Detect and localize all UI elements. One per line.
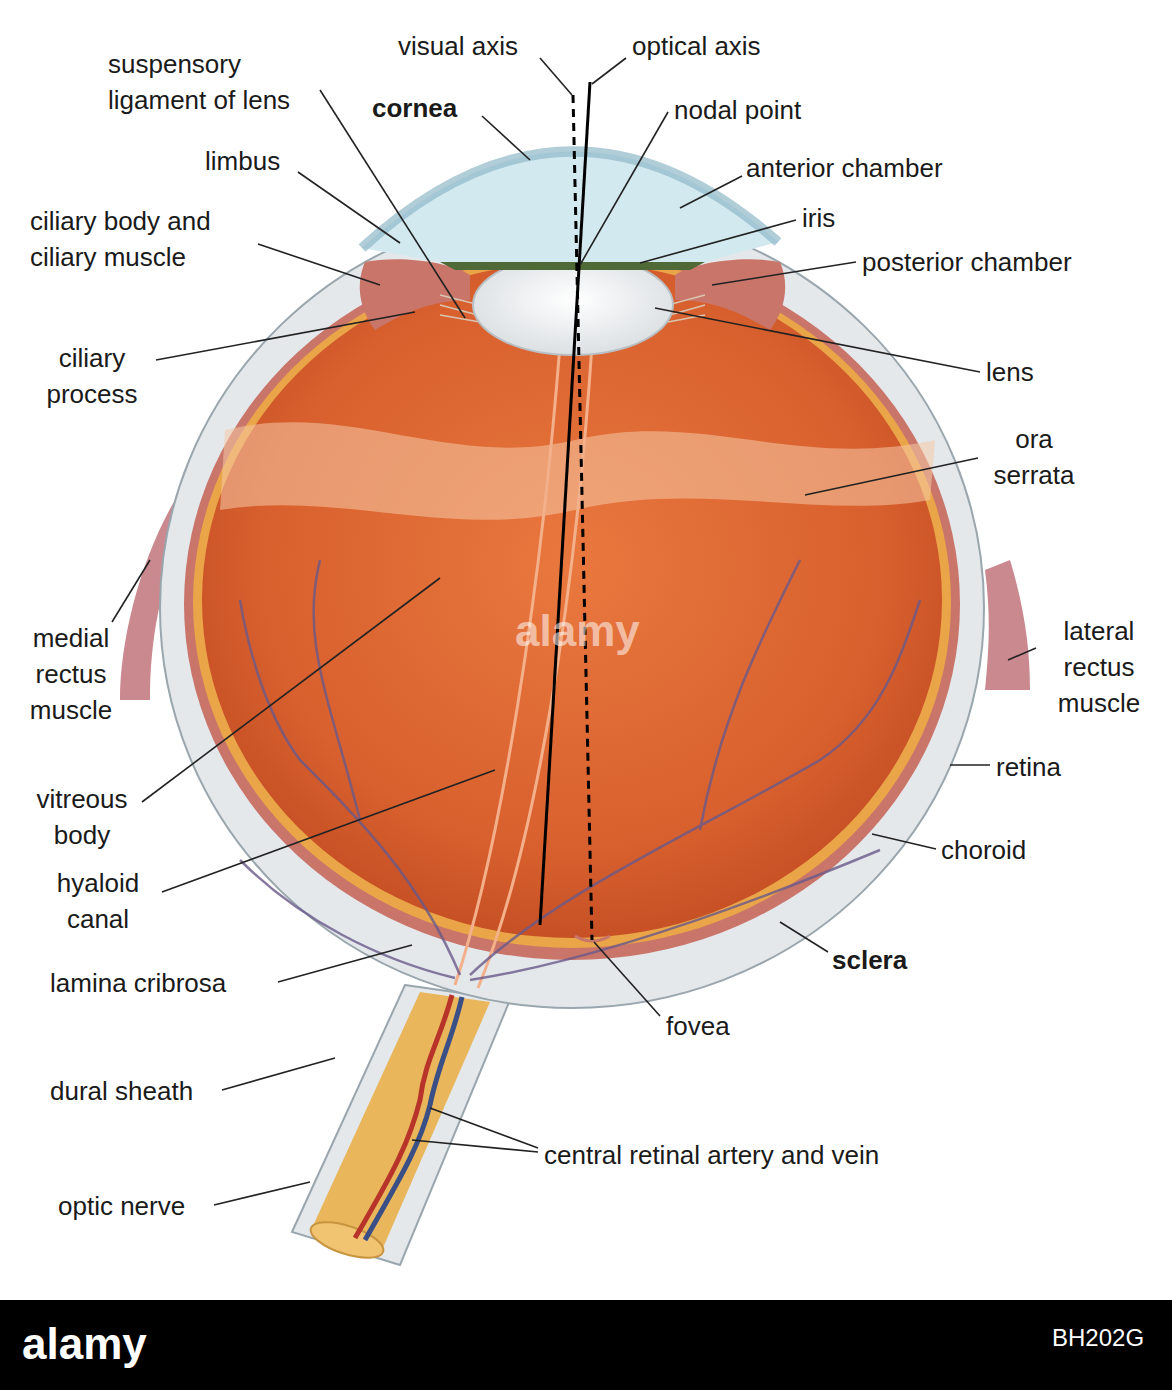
part-label: vitreous body — [18, 781, 146, 853]
part-label: suspensory ligament of lens — [108, 46, 313, 118]
part-label: lens — [986, 354, 1034, 390]
part-label: choroid — [941, 832, 1026, 868]
part-label: medial rectus muscle — [14, 620, 128, 728]
part-label: ciliary process — [30, 340, 154, 412]
part-label: optic nerve — [58, 1188, 185, 1224]
part-label: hyaloid canal — [36, 865, 160, 937]
part-label: visual axis — [398, 28, 518, 64]
part-label: central retinal artery and vein — [544, 1137, 879, 1173]
part-label: retina — [996, 749, 1061, 785]
part-label: iris — [802, 200, 835, 236]
part-label: limbus — [205, 143, 280, 179]
part-label: sclera — [832, 942, 907, 978]
part-label: fovea — [666, 1008, 730, 1044]
image-id: BH202G — [1052, 1324, 1144, 1353]
watermark: alamy — [22, 1318, 147, 1371]
part-label: dural sheath — [50, 1073, 193, 1109]
part-label: cornea — [372, 90, 457, 126]
part-label: lateral rectus muscle — [1040, 613, 1158, 721]
part-label: ora serrata — [978, 421, 1090, 493]
part-label: optical axis — [632, 28, 761, 64]
part-label: lamina cribrosa — [50, 965, 226, 1001]
part-label: ciliary body and ciliary muscle — [30, 203, 258, 275]
part-label: nodal point — [674, 92, 801, 128]
watermark-bar — [0, 1300, 1172, 1390]
part-label: posterior chamber — [862, 244, 1072, 280]
watermark: alamy — [515, 605, 640, 658]
part-label: anterior chamber — [746, 150, 943, 186]
